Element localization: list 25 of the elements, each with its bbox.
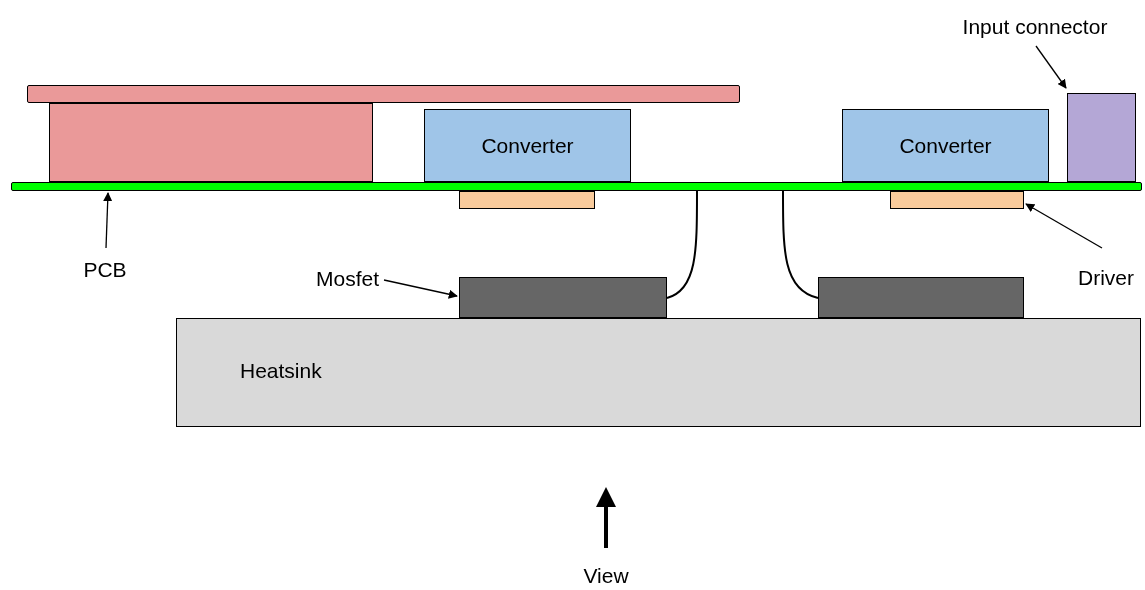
pcb-bar: [11, 182, 1142, 191]
mosfet-box: [818, 277, 1024, 318]
wire: [782, 190, 819, 299]
callout-label: Input connector: [962, 15, 1108, 39]
box-label: Converter: [481, 133, 574, 158]
board-box: [49, 103, 373, 182]
converter-box: [842, 109, 1049, 182]
driver-box: [890, 191, 1024, 209]
mosfet-box: [459, 277, 667, 318]
connector-box: [1067, 93, 1136, 182]
view-label: View: [583, 564, 629, 587]
heatsink-box: [176, 318, 1141, 427]
callout-label: Mosfet: [316, 267, 379, 291]
box-label: Heatsink: [240, 359, 322, 383]
wire: [666, 190, 698, 299]
driver-box: [459, 191, 595, 209]
leader-line: [383, 279, 458, 299]
box-label: Converter: [899, 133, 992, 158]
leader-line: [1035, 45, 1067, 89]
leader-line: [103, 192, 113, 249]
board-bar: [27, 85, 740, 103]
callout-label: Driver: [1078, 266, 1134, 290]
callout-label: PCB: [83, 258, 127, 282]
converter-box: [424, 109, 631, 182]
leader-line: [1025, 203, 1103, 249]
